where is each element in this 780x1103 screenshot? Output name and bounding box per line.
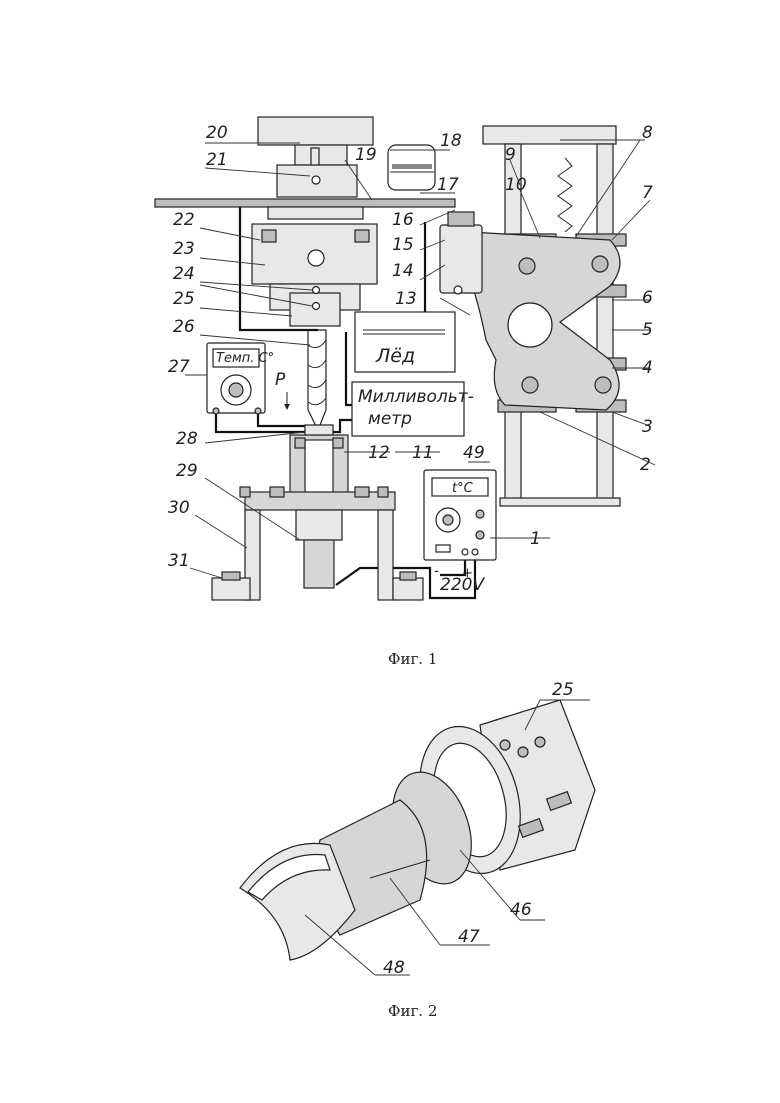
thermocouple-inset <box>388 145 435 190</box>
callout-30: 30 <box>168 498 190 518</box>
pad-holder <box>448 212 474 226</box>
millivoltmeter-label-line2: метр <box>368 409 412 429</box>
callout-7: 7 <box>642 183 653 203</box>
spindle-key <box>311 148 319 165</box>
callout-29: 29 <box>176 461 198 481</box>
figure-1: Лёд Милливольт- метр Темп. С° P <box>155 117 655 668</box>
callout-19: 19 <box>355 145 377 165</box>
power-display: t°C <box>452 481 474 496</box>
callout-12: 12 <box>368 443 390 463</box>
callout-31: 31 <box>168 551 190 571</box>
fixture-leg-right <box>378 510 393 600</box>
callout-48: 48 <box>383 958 405 978</box>
workpiece-sample <box>305 425 333 435</box>
callout-13: 13 <box>395 289 417 309</box>
millivoltmeter-label-line1: Милливольт- <box>358 387 474 407</box>
callout-15: 15 <box>392 235 414 255</box>
callout-25: 25 <box>173 289 195 309</box>
drill-bit <box>308 330 326 430</box>
fixture-shank <box>296 510 342 540</box>
table-bar <box>155 199 455 207</box>
ice-label: Лёд <box>375 345 415 367</box>
sleeve-hole-1 <box>313 287 320 294</box>
callout-46: 46 <box>510 900 532 920</box>
callout-21: 21 <box>206 150 228 170</box>
pressure-pad <box>440 225 482 293</box>
digital-thermometer: Темп. С° <box>207 343 274 414</box>
callout-16: 16 <box>392 210 414 230</box>
callout-5: 5 <box>642 320 653 340</box>
callout-8: 8 <box>642 123 653 143</box>
callout-14: 14 <box>392 261 414 281</box>
figure-2: 25 46 47 48 Фиг. 2 <box>240 680 595 1020</box>
spindle-neck <box>295 145 347 165</box>
callout-2: 2 <box>640 455 651 475</box>
base-foot-left <box>212 578 250 600</box>
thermometer-terminal-right <box>255 408 261 414</box>
callout-26: 26 <box>173 317 195 337</box>
callout-49: 49 <box>463 443 485 463</box>
holder-center-bore <box>308 250 324 266</box>
minus-sign: - <box>434 564 439 579</box>
callout-24: 24 <box>173 264 195 284</box>
base-foot-right <box>393 578 423 600</box>
callout-17: 17 <box>437 175 459 195</box>
frame-top-plate <box>483 126 616 144</box>
fixture-crossbar <box>245 492 395 510</box>
callout-23: 23 <box>173 239 195 259</box>
thermometer-display: Темп. С° <box>216 351 274 366</box>
spindle-head <box>258 117 373 145</box>
callout-1: 1 <box>530 529 541 549</box>
voltage-label: 220V <box>440 575 485 595</box>
spring <box>558 158 572 232</box>
callout-20: 20 <box>206 123 228 143</box>
frame-column-right <box>597 144 613 499</box>
frame-base-plate <box>500 498 620 506</box>
callout-3: 3 <box>642 417 653 437</box>
force-label: P <box>275 370 286 390</box>
callout-9: 9 <box>505 145 516 165</box>
callout-18: 18 <box>440 131 462 151</box>
figure-2-caption: Фиг. 2 <box>388 1002 437 1020</box>
sleeve-hole-2 <box>313 303 320 310</box>
thermometer-terminal-left <box>213 408 219 414</box>
fixture-rod <box>304 540 334 588</box>
callout-27: 27 <box>168 357 190 377</box>
callout-4: 4 <box>642 358 653 378</box>
chuck-screw <box>312 176 320 184</box>
power-supply: t°C - + 220V <box>424 470 496 595</box>
holder-bolt-left <box>262 230 276 242</box>
callout-22: 22 <box>173 210 195 230</box>
callout-47: 47 <box>458 927 480 947</box>
callout-10: 10 <box>505 175 527 195</box>
chuck-flange <box>268 207 363 219</box>
figure-1-caption: Фиг. 1 <box>388 650 437 668</box>
holder-bolt-right <box>355 230 369 242</box>
callout-11: 11 <box>412 443 434 463</box>
lever-window <box>508 303 552 347</box>
callout-6: 6 <box>642 288 653 308</box>
callout-fig2-25: 25 <box>552 680 574 700</box>
callout-28: 28 <box>176 429 198 449</box>
